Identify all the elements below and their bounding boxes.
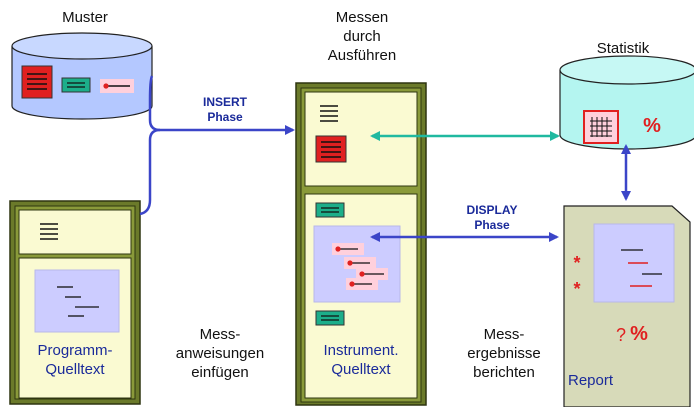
red-measure-icon [315, 135, 347, 163]
report-lines-icon [621, 249, 662, 287]
messen-line-1: Messen [335, 9, 389, 26]
report-percent: % [630, 323, 648, 345]
table-grid-icon [583, 110, 619, 144]
programm-quelltext-label: Programm- Quelltext [19, 342, 131, 380]
programm-line-2: Quelltext [45, 360, 105, 378]
green-measure-icon-bottom [315, 310, 345, 326]
mess-report-line-3: berichten [473, 363, 535, 381]
mess-insert-line-3: einfügen [191, 363, 249, 381]
statistik-label: Statistik [596, 40, 650, 57]
code-lines-icon [40, 223, 58, 240]
insert-phase-label: INSERT Phase [188, 95, 262, 125]
messen-line-2: durch [343, 27, 381, 45]
instrument-quelltext-label: Instrument. Quelltext [305, 342, 417, 380]
insert-line-1: INSERT [202, 95, 247, 109]
statistik-percent: % [643, 115, 661, 137]
programm-connector [139, 128, 161, 216]
display-line-2: Phase [474, 218, 510, 232]
mess-insert-line-1: Mess- [199, 326, 241, 343]
insert-line-2: Phase [207, 110, 243, 124]
muster-database [11, 32, 153, 120]
display-phase-label: DISPLAY Phase [447, 203, 537, 233]
instrument-line-1: Instrument. [323, 342, 399, 359]
display-line-1: DISPLAY [466, 203, 518, 217]
mess-report-line-2: ergebnisse [467, 344, 541, 362]
mess-insert-label: Mess- anweisungen einfügen [160, 326, 280, 382]
programm-quelltext-frame [9, 200, 141, 405]
mess-report-label: Mess- ergebnisse berichten [448, 326, 560, 382]
mess-insert-line-2: anweisungen [175, 344, 265, 362]
messen-line-3: Ausführen [327, 46, 397, 64]
green-pattern-icon [61, 77, 91, 93]
messen-label: Messen durch Ausführen [300, 9, 424, 65]
report-asterisk-2: * [573, 279, 581, 299]
code-lines-icon [320, 105, 338, 122]
programm-line-1: Programm- [37, 342, 113, 359]
mess-report-line-1: Mess- [483, 326, 525, 343]
green-measure-icon-top [315, 202, 345, 218]
report-question: ? [615, 325, 626, 345]
indented-code-icon [57, 286, 99, 317]
report-asterisk-1: * [573, 253, 581, 273]
muster-connector [148, 75, 161, 132]
report-document [563, 205, 691, 408]
muster-label: Muster [62, 9, 108, 26]
report-label: Report [568, 372, 614, 389]
red-pattern-icon [21, 65, 53, 99]
statistik-database [559, 55, 694, 150]
pin-pattern-icon [100, 79, 134, 93]
instrument-line-2: Quelltext [331, 360, 391, 378]
instrumented-code-pins [332, 243, 388, 290]
